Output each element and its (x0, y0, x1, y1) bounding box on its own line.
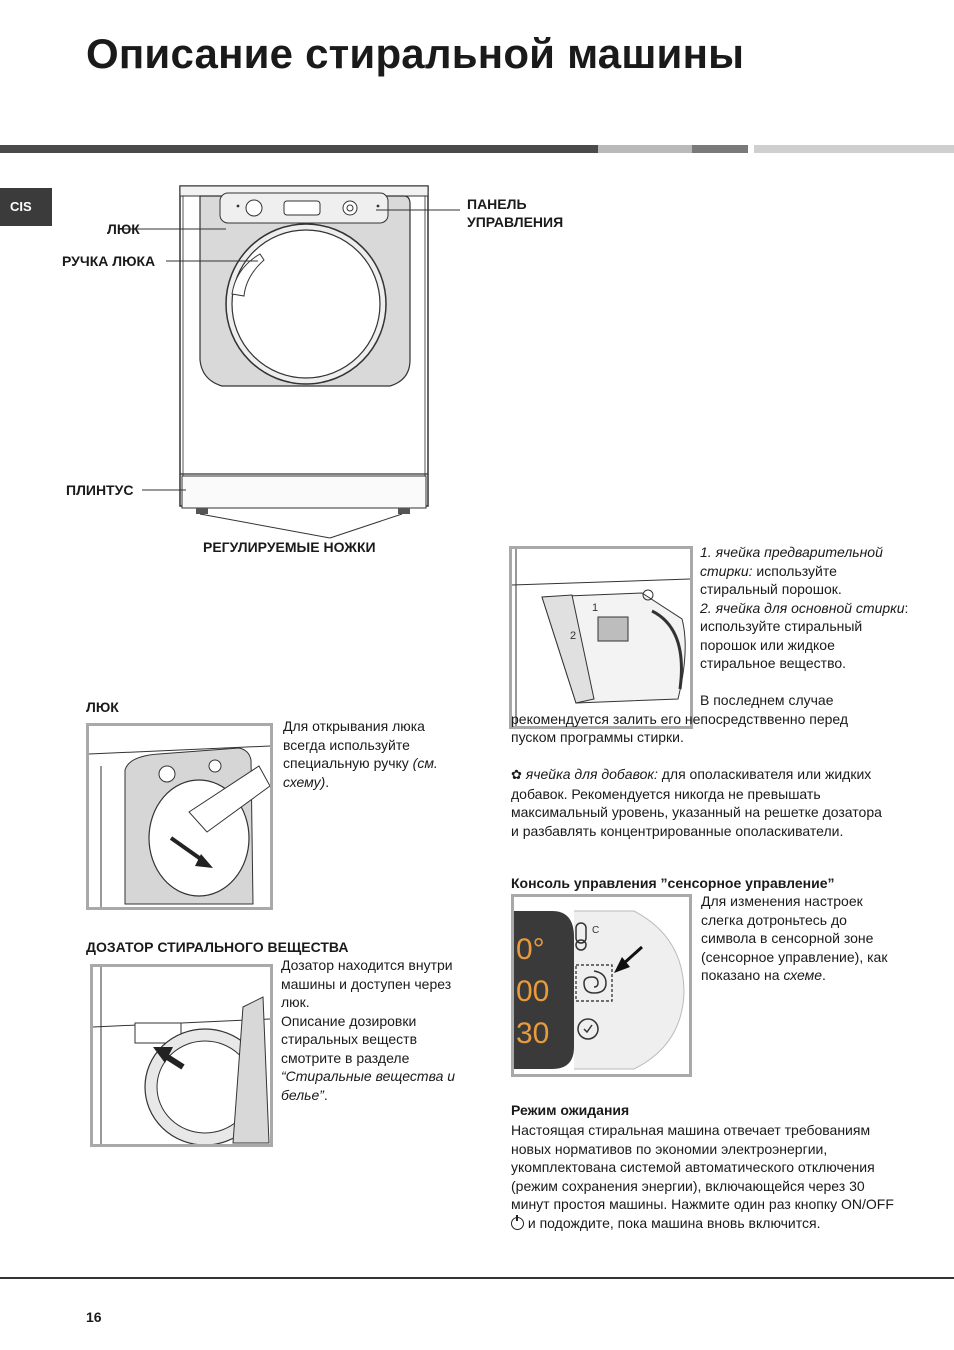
flower-icon: ✿ (511, 767, 522, 782)
dispenser-heading: ДОЗАТОР СТИРАЛЬНОГО ВЕЩЕСТВА (86, 939, 349, 955)
door-illustration (86, 723, 273, 910)
door-handle (231, 253, 265, 297)
compartments-additives: ✿ ячейка для добавок: для ополаскивателя… (511, 766, 882, 839)
label-plinth: ПЛИНТУС (66, 482, 134, 498)
standby-heading: Режим ожидания (511, 1102, 630, 1118)
label-panel-line2: УПРАВЛЕНИЯ (467, 214, 564, 230)
compartments-illustration: 1 2 (509, 546, 693, 729)
dispenser-illustration (90, 964, 273, 1147)
temperature-icon[interactable]: C (575, 922, 599, 951)
touch-heading: Консоль управления ”сенсорное управление… (511, 875, 835, 891)
label-door: ЛЮК (107, 221, 140, 237)
compartment-number-1: 1 (592, 602, 598, 614)
display-value-2: 00 (516, 975, 549, 1008)
plinth (181, 475, 427, 509)
compartment-number-2: 2 (570, 630, 576, 642)
compartments-text-right: 1. ячейка предварительной стирки: исполь… (700, 544, 909, 671)
page-title: Описание стиральной машины (86, 30, 745, 77)
display-value-3: 30 (516, 1017, 549, 1050)
label-panel-line1: ПАНЕЛЬ (467, 196, 527, 212)
touch-text: Для изменения настроек слегка дотроньтес… (701, 893, 888, 983)
dispenser-text: Дозатор находится внутри машины и доступ… (281, 957, 456, 1103)
header-bar-light2 (754, 145, 954, 153)
label-door-handle: РУЧКА ЛЮКА (62, 253, 156, 269)
header-bar-light (598, 145, 692, 153)
door-text: Для открывания люка всегда используйте с… (283, 718, 438, 790)
label-feet: РЕГУЛИРУЕМЫЕ НОЖКИ (203, 539, 376, 555)
washing-machine-diagram (122, 185, 460, 539)
power-icon (511, 1214, 524, 1230)
header-bar-dark (0, 145, 598, 153)
page-number: 16 (86, 1309, 102, 1325)
header-bar-mid (692, 145, 748, 153)
display-value-1: 0° (516, 933, 545, 966)
compartments-note: В последнем случае рекомендуется залить … (511, 692, 849, 745)
touch-panel-illustration: 0° 00 30 C (511, 894, 692, 1077)
standby-text: Настоящая стиральная машина отвечает тре… (511, 1122, 894, 1231)
svg-text:C: C (592, 925, 599, 936)
spin-touch-zone[interactable] (575, 964, 613, 1002)
spin-icon (583, 970, 607, 994)
language-tab: CIS (0, 188, 52, 226)
footer-rule (0, 1277, 954, 1279)
delay-timer-icon[interactable] (577, 1018, 599, 1040)
door-heading: ЛЮК (86, 699, 119, 715)
